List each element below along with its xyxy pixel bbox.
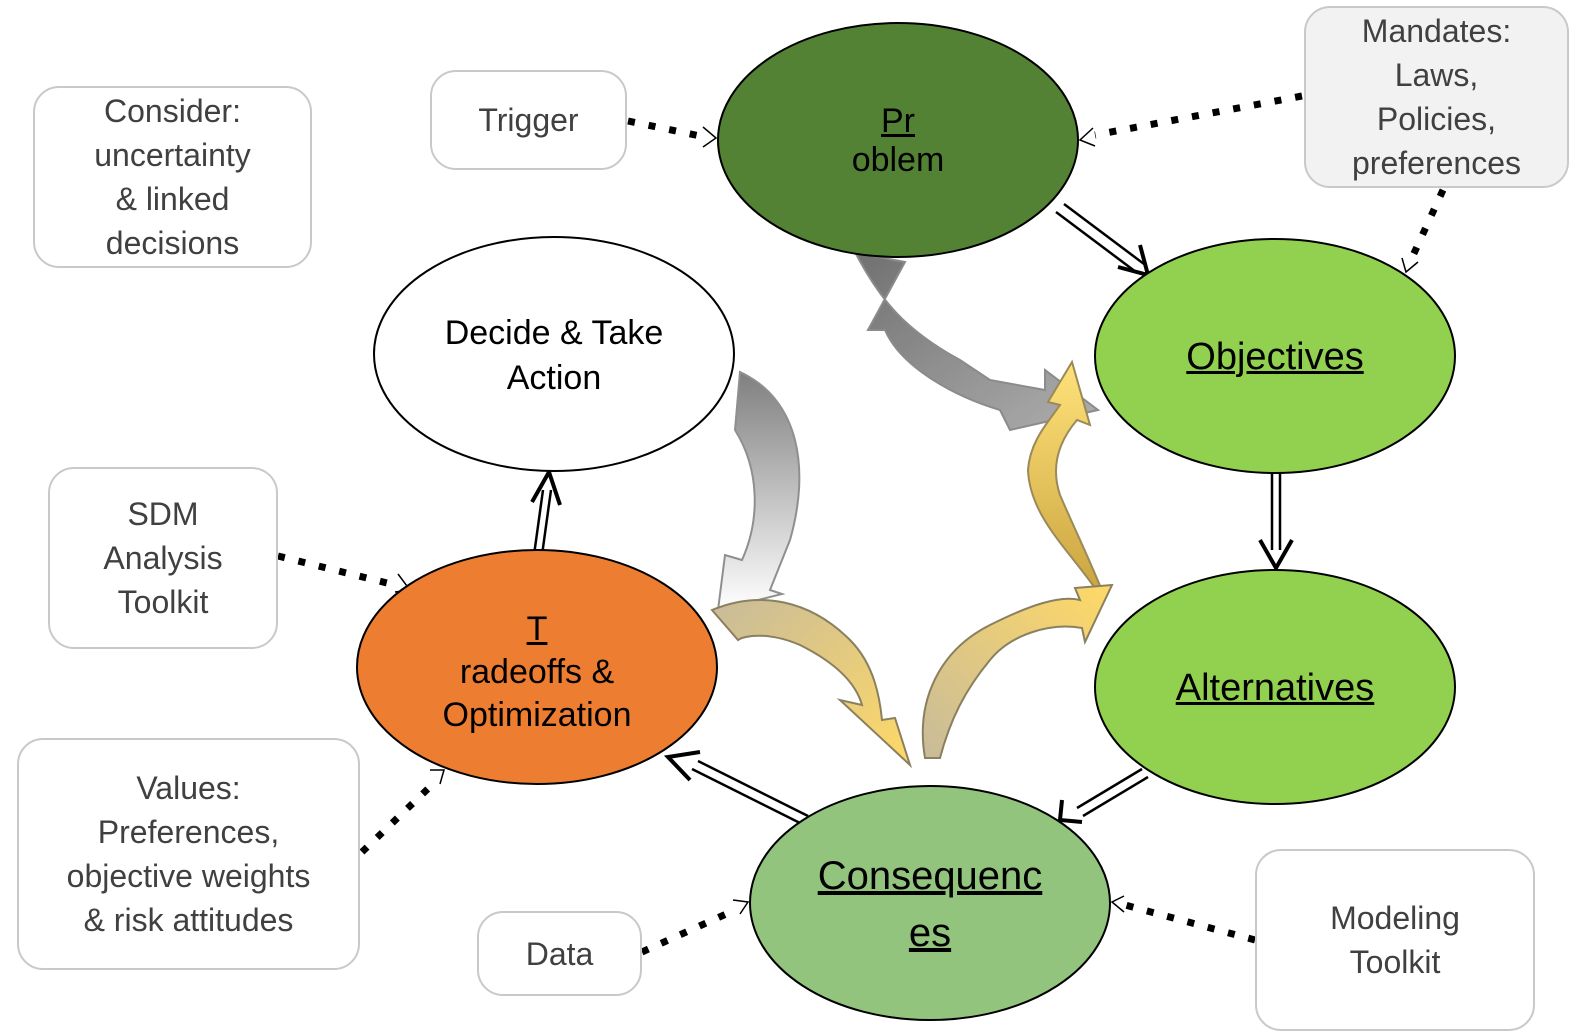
arrow-tradeoffs-to-decide — [530, 467, 562, 506]
tradeoffs-node[interactable] — [356, 549, 718, 785]
gold-feedback-arrow-alternatives — [921, 583, 1114, 759]
objectives-node[interactable] — [1094, 238, 1456, 474]
values-box: Values: Preferences, objective weights &… — [17, 738, 360, 970]
data-box: Data — [477, 911, 642, 996]
gold-feedback-arrow-tradeoffs — [710, 599, 913, 769]
alternatives-node[interactable] — [1094, 569, 1456, 805]
dotted-link-mandates-objectives — [1406, 188, 1447, 264]
gold-feedback-arrow-objectives — [1026, 359, 1107, 602]
dotted-link-mandates-problem — [1094, 92, 1303, 139]
trigger-box: Trigger — [430, 70, 627, 170]
sdm-toolkit-box: SDM Analysis Toolkit — [48, 467, 278, 649]
consider-box: Consider: uncertainty & linked decisions — [33, 86, 312, 268]
dotted-link-modeling — [1124, 901, 1256, 944]
arrow-problem-to-objectives — [1117, 244, 1151, 278]
gray-feedback-arrow-decide — [716, 370, 801, 612]
mandates-box: Mandates: Laws, Policies, preferences — [1304, 6, 1569, 188]
arrow-objectives-to-alternatives — [1258, 539, 1294, 573]
dotted-link-values — [359, 779, 438, 855]
dotted-link-trigger — [627, 117, 706, 141]
arrow-consequences-to-tradeoffs — [663, 750, 701, 782]
arrow-alternatives-to-consequences — [1057, 799, 1083, 824]
dotted-link-data — [640, 906, 737, 956]
dotted-link-sdm — [277, 552, 396, 589]
decide-node[interactable] — [373, 236, 735, 472]
consequences-node[interactable] — [749, 785, 1111, 1021]
modeling-toolkit-box: Modeling Toolkit — [1255, 849, 1535, 1031]
problem-node[interactable] — [717, 22, 1079, 258]
